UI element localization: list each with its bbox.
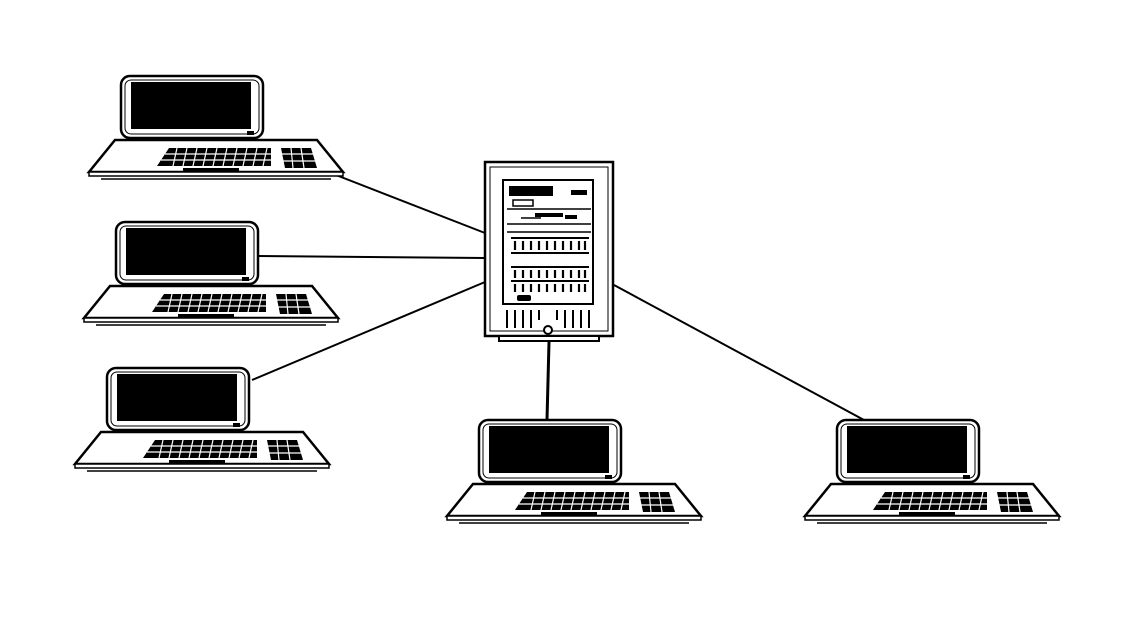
desktop-computer-icon (73, 366, 331, 473)
desktop-computer-icon (82, 220, 340, 327)
connection-line-1 (317, 167, 486, 234)
connection-lines (251, 167, 865, 421)
connection-line-5 (613, 284, 865, 421)
desktop-computer-icon (87, 74, 345, 181)
desktop-computer-icon (445, 418, 703, 525)
connection-line-3 (251, 281, 486, 381)
server-tower-icon (483, 160, 615, 343)
desktop-computer-icon (803, 418, 1061, 525)
connection-line-4 (545, 341, 551, 421)
connection-line-2 (257, 255, 486, 259)
